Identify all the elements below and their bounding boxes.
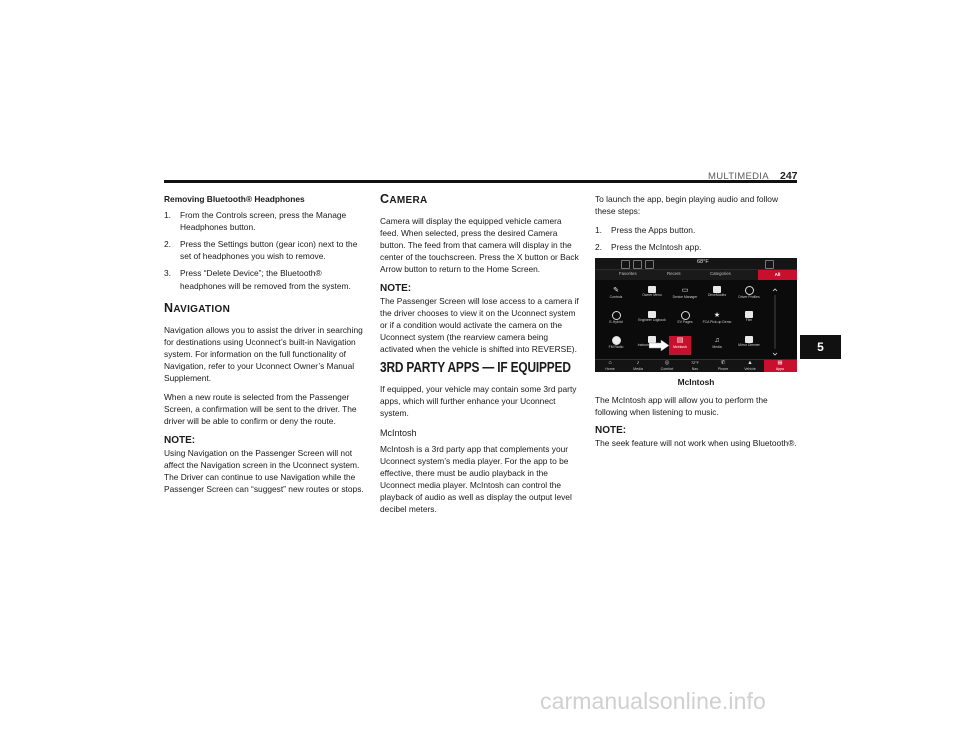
car-icon: ▲ <box>747 360 753 366</box>
mcintosh-heading: McIntosh <box>380 427 417 438</box>
app-controls[interactable]: ✎Controls <box>609 287 623 299</box>
radio-icon <box>611 336 621 345</box>
third-party-apps-heading: 3RD PARTY APPS — IF EQUIPPED <box>380 360 571 377</box>
home-icon: ⌂ <box>608 360 612 366</box>
status-icon <box>633 260 642 269</box>
music-note-icon: ♪ <box>636 360 640 366</box>
note-title: NOTE: <box>380 282 412 294</box>
app-device-manager[interactable]: ▭Device Manager <box>672 287 698 299</box>
scrollbar[interactable] <box>772 287 778 357</box>
column-1: Removing Bluetooth® Headphones 1.From th… <box>164 193 366 502</box>
removing-headphones-heading: Removing Bluetooth® Headphones <box>164 194 305 204</box>
status-icon <box>765 260 774 269</box>
header-rule <box>164 180 797 183</box>
app-ev-pages[interactable]: EV Pages <box>670 311 700 331</box>
navigation-heading: NAVIGATION <box>164 300 231 315</box>
scroll-up-icon <box>772 288 778 292</box>
comfort-icon: ◎ <box>664 360 670 366</box>
scroll-down-icon <box>772 352 778 356</box>
instrument-icon <box>648 336 656 343</box>
nav-vehicle[interactable]: ▲Vehicle <box>736 360 764 371</box>
drivemodes-icon <box>713 286 721 293</box>
navigation-paragraph-1: Navigation allows you to assist the driv… <box>164 324 363 384</box>
app-owner-menu[interactable]: Owner Menu <box>637 286 667 306</box>
phone-icon: ✆ <box>720 360 726 366</box>
film-icon <box>745 311 753 318</box>
step-item: 2.Press the Settings button (gear icon) … <box>164 239 358 262</box>
step-item: 3.Press “Delete Device”; the Bluetooth® … <box>164 268 351 291</box>
hybrid-icon <box>611 311 621 320</box>
note-text: Using Navigation on the Passenger Screen… <box>164 447 364 494</box>
step-item: 1.From the Controls screen, press the Ma… <box>164 210 347 233</box>
device-icon: ▭ <box>681 287 689 294</box>
app-fca-pickup-demo[interactable]: ★FCA Pick-up Demo <box>702 312 732 324</box>
nav-phone[interactable]: ✆Phone <box>709 360 737 371</box>
app-driver-profiles[interactable]: Driver Profiles <box>734 286 764 306</box>
removing-steps-list: 1.From the Controls screen, press the Ma… <box>164 209 366 292</box>
app-e-hybrid[interactable]: E-Hybrid <box>601 311 631 331</box>
step-item: 1.Press the Apps button. <box>595 225 696 236</box>
status-icon <box>621 260 630 269</box>
app-film[interactable]: Film <box>734 311 764 331</box>
column-2: CAMERA Camera will display the equipped … <box>380 193 582 522</box>
app-mcintosh[interactable]: ▤McIntosh <box>673 337 687 349</box>
tab-recent[interactable]: Recent <box>667 271 681 276</box>
watermark: carmanualsonline.info <box>540 688 766 714</box>
book-icon <box>648 286 656 293</box>
mcintosh-screenshot: 68°F Favorites Recent Categories All ✎Co… <box>595 258 797 372</box>
chapter-tab: 5 <box>800 335 841 359</box>
camera-paragraph: Camera will display the equipped vehicle… <box>380 216 579 275</box>
launch-paragraph: To launch the app, begin playing audio a… <box>595 194 778 217</box>
screen-temperature: 68°F <box>697 259 709 265</box>
mcintosh-paragraph: McIntosh is a 3rd party app that complem… <box>380 443 572 515</box>
app-engineer-logbook[interactable]: Engineer Logbook <box>637 311 667 331</box>
mcintosh-highlight <box>669 336 691 355</box>
figure-caption: McIntosh <box>677 377 715 387</box>
screen-status-bar: 68°F <box>595 258 797 270</box>
tab-all[interactable]: All <box>758 270 797 280</box>
tab-categories[interactable]: Categories <box>710 271 731 276</box>
step-item: 2.Press the McIntosh app. <box>595 242 702 253</box>
status-icon <box>645 260 654 269</box>
wrench-icon: ✎ <box>613 287 619 294</box>
app-media[interactable]: ♫Media <box>712 337 722 349</box>
nav-comfort[interactable]: ◎Comfort <box>653 360 681 371</box>
column-3: To launch the app, begin playing audio a… <box>595 193 797 260</box>
camera-heading: CAMERA <box>380 192 428 206</box>
app-drivemodes[interactable]: DriveModes <box>702 286 732 306</box>
star-icon: ★ <box>713 312 721 319</box>
pointer-arrow-icon <box>649 340 669 351</box>
mcintosh-features-paragraph: The McIntosh app will allow you to perfo… <box>595 395 768 418</box>
mirror-icon <box>745 336 753 343</box>
third-party-apps-paragraph: If equipped, your vehicle may contain so… <box>380 384 577 419</box>
nav-media[interactable]: ♪Media <box>624 360 652 371</box>
note-text: The seek feature will not work when usin… <box>595 438 797 449</box>
logbook-icon <box>648 311 656 318</box>
launch-steps-list: 1.Press the Apps button. 2.Press the McI… <box>595 224 797 253</box>
app-mirror-dimmer[interactable]: Mirror Dimmer <box>734 336 764 356</box>
app-fm-radio[interactable]: FM Radio <box>601 336 631 356</box>
music-note-icon: ♫ <box>714 337 720 344</box>
page-number: 247 <box>780 170 798 182</box>
tab-favorites[interactable]: Favorites <box>619 271 637 276</box>
mcintosh-icon: ▤ <box>676 337 684 344</box>
note-text: The Passenger Screen will lose access to… <box>380 295 579 355</box>
ev-icon <box>680 311 690 320</box>
note-title: NOTE: <box>595 425 627 437</box>
navigation-paragraph-2: When a new route is selected from the Pa… <box>164 392 357 427</box>
app-tabs: Favorites Recent Categories All <box>595 270 797 280</box>
nav-apps[interactable]: ▦Apps <box>764 360 797 372</box>
column-3-lower: The McIntosh app will allow you to perfo… <box>595 394 797 456</box>
running-header-section: MULTIMEDIA <box>708 171 769 182</box>
apps-grid-icon: ▦ <box>777 360 783 366</box>
note-title: NOTE: <box>164 434 196 446</box>
nav-home[interactable]: ⌂Home <box>596 360 624 371</box>
profile-icon <box>744 286 754 295</box>
